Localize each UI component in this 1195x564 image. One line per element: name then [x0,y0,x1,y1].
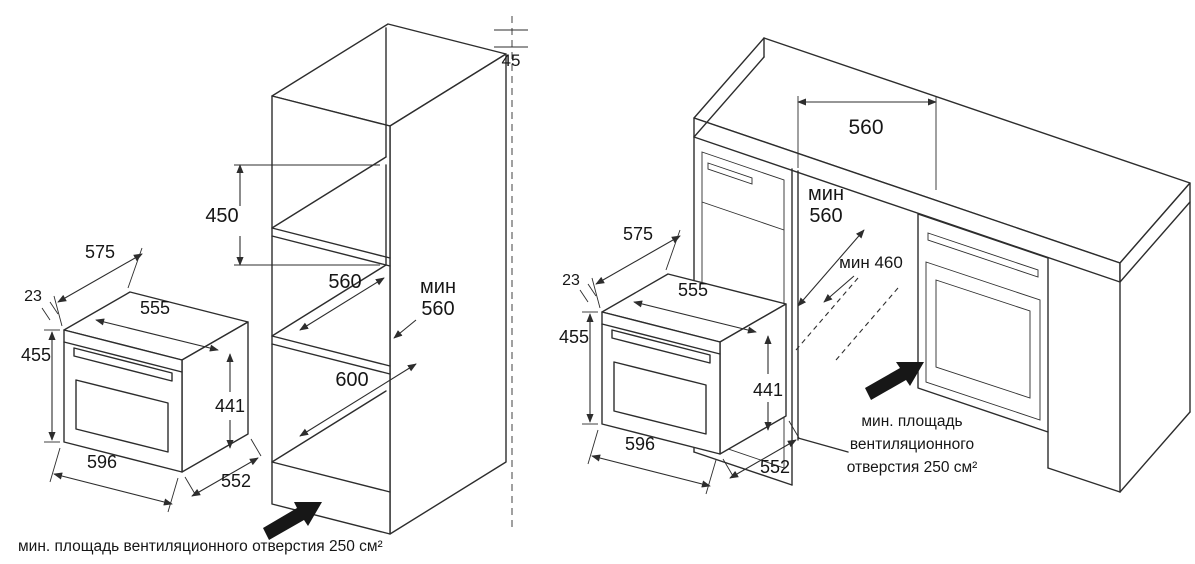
built-in-oven-drawing [917,213,1049,433]
door-band-line [701,201,785,231]
d575-ext2 [127,247,143,289]
dim-455-label: 455 [559,327,589,347]
built-in-oven-window [935,279,1031,399]
min-value-label: 560 [421,298,454,320]
ventilation-arrow-icon [865,362,924,400]
d23-tick2 [49,301,59,315]
run-end-bottom-edge [1119,411,1191,493]
min-label: мин [808,183,844,205]
d552-ext1 [722,458,734,477]
right-installation-diagram: 560 мин 560 мин 460 575 23 555 455 441 5… [559,37,1191,495]
d596-ext2 [167,477,179,513]
d552-dim [729,439,797,479]
dim-top-gap-label: 45 [502,51,521,70]
plinth-line [271,461,391,493]
dim-596-label: 596 [625,434,655,454]
d552-ext2 [788,420,800,439]
dim-niche-depth-label: 560 [328,271,361,293]
cabinet-front-face [271,95,391,535]
d575-dim [595,235,681,285]
min-value-label: 560 [809,205,842,227]
min-depth-dim [797,229,865,307]
ventilation-caption: мин. площадь вентиляционного отверстия 2… [18,538,383,555]
oven-panel-seam [63,341,183,373]
upper-compartment-floor-edge [271,156,387,229]
shelf1-bottom-line [271,235,391,267]
d555-dim [95,318,219,352]
d552-ext1 [184,476,196,495]
min-label: мин [420,276,456,298]
niche-floor-edge [797,437,849,453]
dim-niche-width-label: 560 [848,116,883,139]
dim-552-label: 552 [760,457,790,477]
ventilation-caption-line3: отверстия 250 см² [847,459,978,476]
d596-ext1 [587,429,599,465]
dim-596-label: 596 [87,452,117,472]
built-in-oven-door [925,261,1041,421]
oven-drawing-right [601,273,787,455]
dim-23-label: 23 [24,288,42,305]
dim-base-depth-label: 600 [335,369,368,391]
left-installation-diagram: 45 450 560 мин 560 600 575 23 555 455 44… [18,16,528,555]
door-handle [707,162,753,185]
d596-ext1 [49,447,61,483]
ventilation-caption-line1: мин. площадь [861,413,962,430]
right-cabinet-dimensions [797,96,937,307]
shelf2-top-line [271,335,391,367]
oven-right-dimensions [579,229,800,495]
dim-441-label: 441 [215,396,245,416]
d555-dim [633,300,757,334]
shelf1-top-line [271,227,391,259]
dim-niche-height-label: 450 [205,205,238,227]
left-cabinet-dimensions [234,29,528,437]
d575-ext1 [591,277,601,309]
oven-handle [611,329,711,364]
ventilation-caption-line2: вентиляционного [850,436,974,453]
dim-575-label: 575 [85,242,115,262]
niche-depth-dim [299,277,385,331]
dim-455-label: 455 [21,345,51,365]
d552-ext2 [250,438,262,457]
min-width-leader [393,319,417,339]
d23-tick1 [41,307,51,321]
oven-drawing-left [63,291,249,473]
d575-ext2 [665,229,681,271]
min-height-leader [823,275,855,303]
d596-dim [53,472,173,506]
niche-hidden-line1 [795,277,859,351]
d575-ext1 [53,295,63,327]
dim-441-label: 441 [753,380,783,400]
ventilation-arrow-icon [263,502,322,540]
d596-ext2 [705,459,717,495]
built-in-oven-front [917,213,1049,433]
dim-555-label: 555 [678,280,708,300]
d23-tick1 [579,289,589,303]
oven-panel-seam [601,323,721,355]
d23-tick2 [587,283,597,297]
oven-left-dimensions [41,247,262,513]
dim-555-label: 555 [140,298,170,318]
dim-552-label: 552 [221,471,251,491]
oven-door-window [613,361,707,435]
min-height-label: мин 460 [839,253,903,272]
d552-dim [191,457,259,497]
oven-handle [73,347,173,382]
d575-dim [57,253,143,303]
tall-cabinet-drawing [271,23,507,535]
counter-cabinet-drawing [693,37,1191,493]
dim-23-label: 23 [562,272,580,289]
oven-door-window [75,379,169,453]
run-bottom-edge [1047,467,1121,493]
worktop-left-end-bottom [693,56,765,138]
d596-dim [591,454,711,488]
built-in-oven-handle [927,232,1039,278]
dim-575-label: 575 [623,224,653,244]
base-depth-dim [299,363,417,437]
niche-hidden-line2 [835,287,899,361]
